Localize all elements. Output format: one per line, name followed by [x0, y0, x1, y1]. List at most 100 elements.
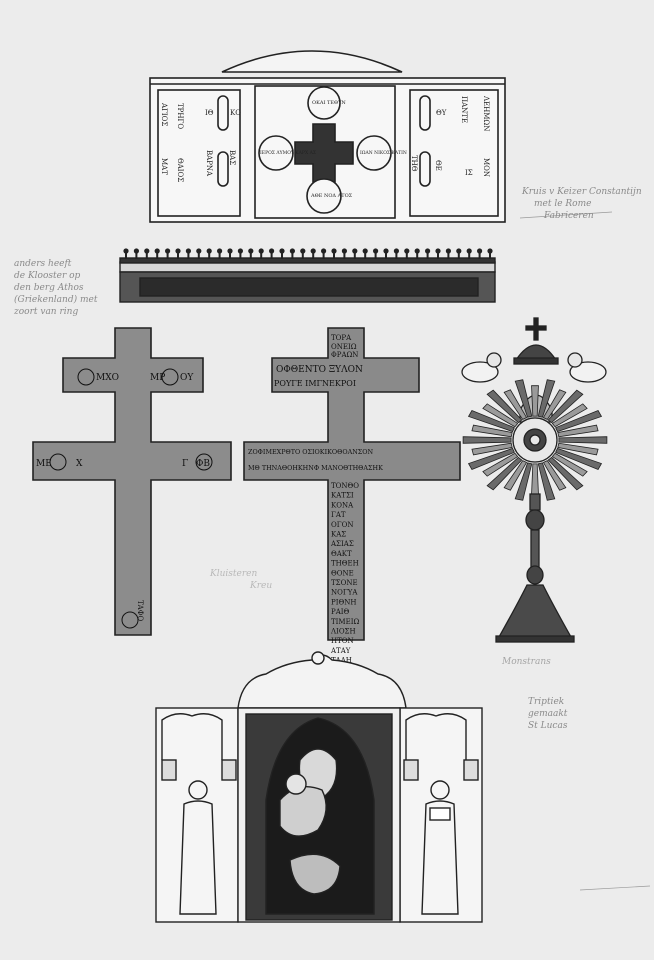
casket-crest-knob	[487, 248, 493, 254]
casket-crest-knob	[445, 248, 451, 254]
monstrance-ray	[482, 452, 519, 477]
monstrance-ray	[542, 389, 567, 420]
triptych-left-text: ΙΘ	[205, 109, 214, 117]
casket-crest-knob	[175, 248, 181, 254]
casket-crest-stem	[145, 252, 148, 259]
casket-crest-stem	[156, 252, 159, 259]
casket-crest-stem	[125, 252, 127, 259]
pencil-strokes	[519, 211, 651, 891]
middle-cross-arm-second: ΡΟΥΓΕ ΙΜΓΝΕΚΡΟΙ	[274, 379, 356, 388]
monstrance-ray	[486, 456, 523, 491]
triptych-right-text: ΠΑΝΤΕ	[460, 96, 468, 123]
note-line: gemaakt	[528, 709, 568, 719]
left-cross-text: ΜΕ	[36, 459, 52, 469]
middle-cross-shaft-line: ΡΙΘΝΗ	[331, 598, 356, 606]
monstrance-ray	[471, 442, 513, 456]
note-monstrance: Monstrans	[502, 657, 551, 667]
casket-crest-knob	[414, 248, 420, 254]
casket-crest-stem	[270, 252, 273, 259]
casket-crest-knob	[237, 248, 243, 254]
casket-crest-knob	[404, 248, 410, 254]
middle-cross-shaft-line: ΝΟΓΥΑ	[331, 589, 358, 597]
note-line: anders heeft	[14, 259, 72, 269]
monstrance-ray	[462, 436, 512, 444]
triptych-right-text: ΛΕΗΜΩΝ	[482, 95, 490, 131]
casket-crest-knob	[279, 248, 285, 254]
middle-cross-shaft-line: ΘΟΝΕ	[331, 569, 354, 577]
note-line: de Klooster op	[14, 271, 81, 281]
casket-crest-knob	[373, 248, 379, 254]
note-line: den berg Athos	[14, 283, 84, 293]
casket-crest-row	[123, 248, 493, 259]
middle-cross-shaft-line: ΚΑΣ	[331, 531, 346, 539]
monstrance-ray	[542, 460, 567, 491]
note-line: Kluisteren	[210, 569, 258, 579]
casket-crest-knob	[393, 248, 399, 254]
triptych-left-text: ΜΑΤ	[160, 158, 168, 175]
left-cross-text: ΤΑΦΟ	[136, 600, 144, 621]
left-cross-roundel	[77, 368, 95, 386]
note-bottom-right: Triptiek gemaakt St Lucas	[528, 696, 638, 732]
casket-crest-stem	[260, 252, 263, 259]
casket-crest-stem	[177, 252, 179, 259]
monstrance-ray	[467, 410, 515, 433]
monstrance-ray	[531, 385, 539, 417]
middle-cross-shaft-text: ΤΟΝΘΟΚΑΤΣΙΚΟΝΑΓΑΤΟΓΟΝΚΑΣΑΣΙΑΣΘΑΚΤΤΗΘΕΗΘΟ…	[330, 482, 361, 694]
middle-cross-shaft-line: ΤΙΜΕΙΩ	[331, 618, 359, 626]
casket-crest-stem	[208, 252, 211, 259]
monstrance-ray	[514, 462, 533, 501]
icon-triptych	[155, 651, 483, 923]
casket-crest-stem	[322, 252, 325, 259]
left-cross-text: ΟΥ	[180, 373, 194, 383]
casket-crest-stem	[166, 252, 169, 259]
casket-crest-knob	[269, 248, 275, 254]
monstrance-ray	[503, 389, 528, 420]
casket-crest-stem	[343, 252, 346, 259]
casket-crest-knob	[185, 248, 191, 254]
casket-crest-knob	[331, 248, 337, 254]
medallion-text: ΟΚΑΙ ΤΕΘΥΝ	[312, 100, 346, 106]
casket-crest-knob	[362, 248, 368, 254]
middle-cross-shaft-line: ΤΣΟΝΕ	[331, 579, 358, 587]
monstrance	[461, 317, 608, 643]
middle-cross-shaft-line: ΑΣΙΑΣ	[330, 540, 354, 548]
left-cross-text: ΜΡ	[150, 373, 165, 383]
middle-cross-shaft-line: ΚΟΝΑ	[331, 501, 354, 509]
medallion-right	[356, 135, 392, 171]
casket-crest-stem	[353, 252, 356, 259]
medallion-bottom	[306, 178, 342, 214]
monstrance-ray	[551, 403, 588, 428]
casket-crest-stem	[291, 252, 294, 259]
casket-crest-stem	[301, 252, 304, 259]
left-cross-text: Γ	[182, 459, 188, 469]
casket-crest-knob	[341, 248, 347, 254]
casket-crest-knob	[425, 248, 431, 254]
middle-cross-shaft-line: ΤΟΝΘΟ	[331, 482, 359, 490]
casket-crest-knob	[123, 248, 129, 254]
casket-crest-knob	[165, 248, 171, 254]
casket	[119, 257, 496, 303]
triptych-right-text: ΙΣ	[465, 169, 473, 177]
triptych-left-panel	[157, 89, 241, 217]
middle-cross-shaft-line: ΚΑΤΣΙ	[331, 492, 354, 500]
casket-crest-knob	[466, 248, 472, 254]
medallion-top	[307, 86, 341, 120]
note-line: Kreu	[250, 581, 273, 591]
left-cross-text: ΜΧΟ	[96, 373, 119, 383]
casket-crest-stem	[405, 252, 408, 259]
note-top-right: Kruis v Keizer Constantijn met le Rome F…	[522, 186, 642, 222]
monstrance-ray	[471, 424, 513, 438]
casket-crest-knob	[310, 248, 316, 254]
monstrance-ray	[555, 410, 603, 433]
note-left: anders heeft de Klooster op den berg Ath…	[14, 258, 124, 318]
triptych-right-text: ΤΗΘ	[410, 155, 418, 172]
casket-crest-knob	[248, 248, 254, 254]
middle-cross-shaft-line: ΗΤΟΝ	[331, 637, 354, 645]
monstrance-ray	[467, 447, 515, 470]
casket-crest-knob	[258, 248, 264, 254]
triptych	[149, 50, 506, 223]
monstrance-ray	[531, 463, 539, 495]
casket-crest-knob	[435, 248, 441, 254]
